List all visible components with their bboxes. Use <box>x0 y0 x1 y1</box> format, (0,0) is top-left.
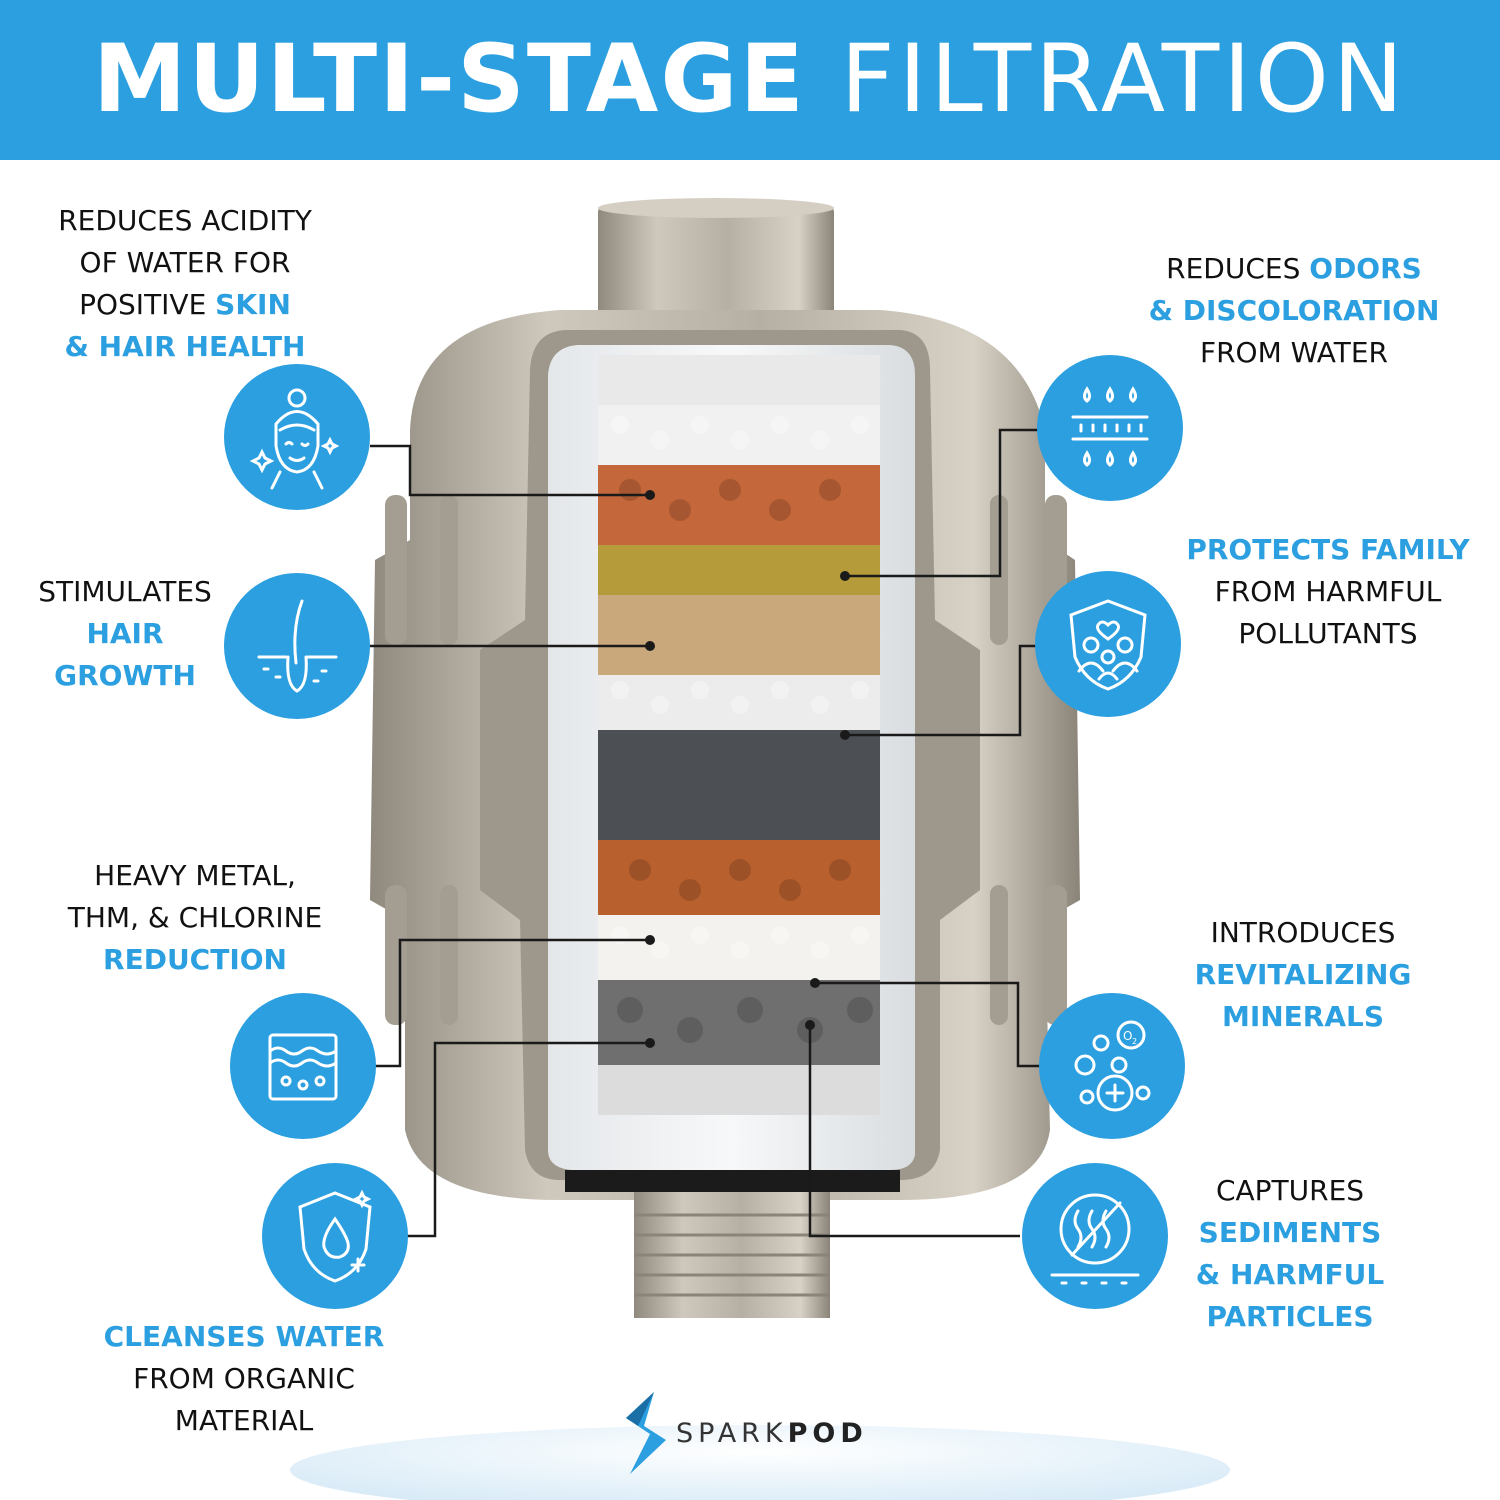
odors-line-2: & DISCOLORATION <box>1148 294 1440 327</box>
feature-acidity-text: REDUCES ACIDITY OF WATER FOR POSITIVE SK… <box>20 200 350 368</box>
feature-hair-text: STIMULATES HAIR GROWTH <box>10 571 240 697</box>
hair-follicle-icon <box>224 573 370 719</box>
acidity-line-2: OF WATER FOR <box>79 246 291 279</box>
acidity-line-3b: SKIN <box>215 288 291 321</box>
brand-logo: SPARKPOD <box>616 1388 896 1478</box>
feature-family-text: PROTECTS FAMILY FROM HARMFUL POLLUTANTS <box>1160 529 1496 655</box>
odors-line-1a: REDUCES <box>1166 252 1310 285</box>
organic-line-1: CLEANSES WATER <box>103 1320 385 1353</box>
acidity-line-3: POSITIVE SKIN <box>20 284 350 326</box>
svg-text:O: O <box>1123 1029 1132 1043</box>
hair-line-1: STIMULATES <box>38 575 212 608</box>
minerals-line-3: MINERALS <box>1221 1000 1385 1033</box>
family-shield-icon <box>1035 571 1181 717</box>
metals-line-1: HEAVY METAL, <box>94 859 296 892</box>
sediments-line-1: CAPTURES <box>1215 1174 1365 1207</box>
odors-line-1b: ODORS <box>1309 252 1422 285</box>
family-line-2: FROM HARMFUL <box>1214 575 1442 608</box>
family-line-1: PROTECTS FAMILY <box>1186 533 1470 566</box>
feature-organic-text: CLEANSES WATER FROM ORGANIC MATERIAL <box>74 1316 414 1442</box>
page-title: MULTI-STAGE FILTRATION <box>93 33 1407 127</box>
shield-drop-icon <box>262 1163 408 1309</box>
feature-minerals-text: INTRODUCES REVITALIZING MINERALS <box>1168 912 1438 1038</box>
minerals-line-2: REVITALIZING <box>1194 958 1412 991</box>
acidity-line-3a: POSITIVE <box>79 288 216 321</box>
organic-line-3: MATERIAL <box>174 1404 314 1437</box>
organic-line-2: FROM ORGANIC <box>133 1362 355 1395</box>
water-drops-filter-icon <box>1037 355 1183 501</box>
feature-odors-text: REDUCES ODORS & DISCOLORATION FROM WATER <box>1128 248 1460 374</box>
water-splash <box>290 1425 1230 1500</box>
acidity-line-4: & HAIR HEALTH <box>64 330 306 363</box>
hair-line-3: GROWTH <box>54 659 196 692</box>
svg-text:2: 2 <box>1132 1037 1137 1046</box>
title-banner: MULTI-STAGE FILTRATION <box>0 0 1500 160</box>
brand-part-2: POD <box>787 1417 868 1449</box>
bubbles-oxygen-icon: O 2 <box>1039 993 1185 1139</box>
minerals-line-1: INTRODUCES <box>1210 916 1396 949</box>
title-bold: MULTI-STAGE <box>92 25 806 134</box>
woman-face-icon <box>224 364 370 510</box>
metals-line-2: THM, & CHLORINE <box>67 901 323 934</box>
brand-part-1: SPARK <box>676 1417 788 1449</box>
sediments-line-3: & HARMFUL <box>1195 1258 1385 1291</box>
sediment-filter-icon <box>1022 1163 1168 1309</box>
family-line-3: POLLUTANTS <box>1238 617 1418 650</box>
connector-threads <box>634 1213 830 1297</box>
odors-line-3: FROM WATER <box>1199 336 1389 369</box>
acidity-line-1: REDUCES ACIDITY <box>58 204 312 237</box>
filter-layers-icon <box>230 993 376 1139</box>
sparkpod-logo-icon <box>626 1392 666 1474</box>
filter-media-layers <box>598 355 880 1115</box>
odors-line-1: REDUCES ODORS <box>1128 248 1460 290</box>
feature-sediments-text: CAPTURES SEDIMENTS & HARMFUL PARTICLES <box>1160 1170 1420 1338</box>
title-light: FILTRATION <box>840 25 1408 134</box>
sediments-line-2: SEDIMENTS <box>1198 1216 1382 1249</box>
feature-metals-text: HEAVY METAL, THM, & CHLORINE REDUCTION <box>20 855 370 981</box>
hair-line-2: HAIR <box>86 617 164 650</box>
metals-line-3: REDUCTION <box>103 943 287 976</box>
sediments-line-4: PARTICLES <box>1206 1300 1374 1333</box>
top-nozzle <box>598 206 834 316</box>
brand-wordmark: SPARKPOD <box>676 1418 868 1449</box>
